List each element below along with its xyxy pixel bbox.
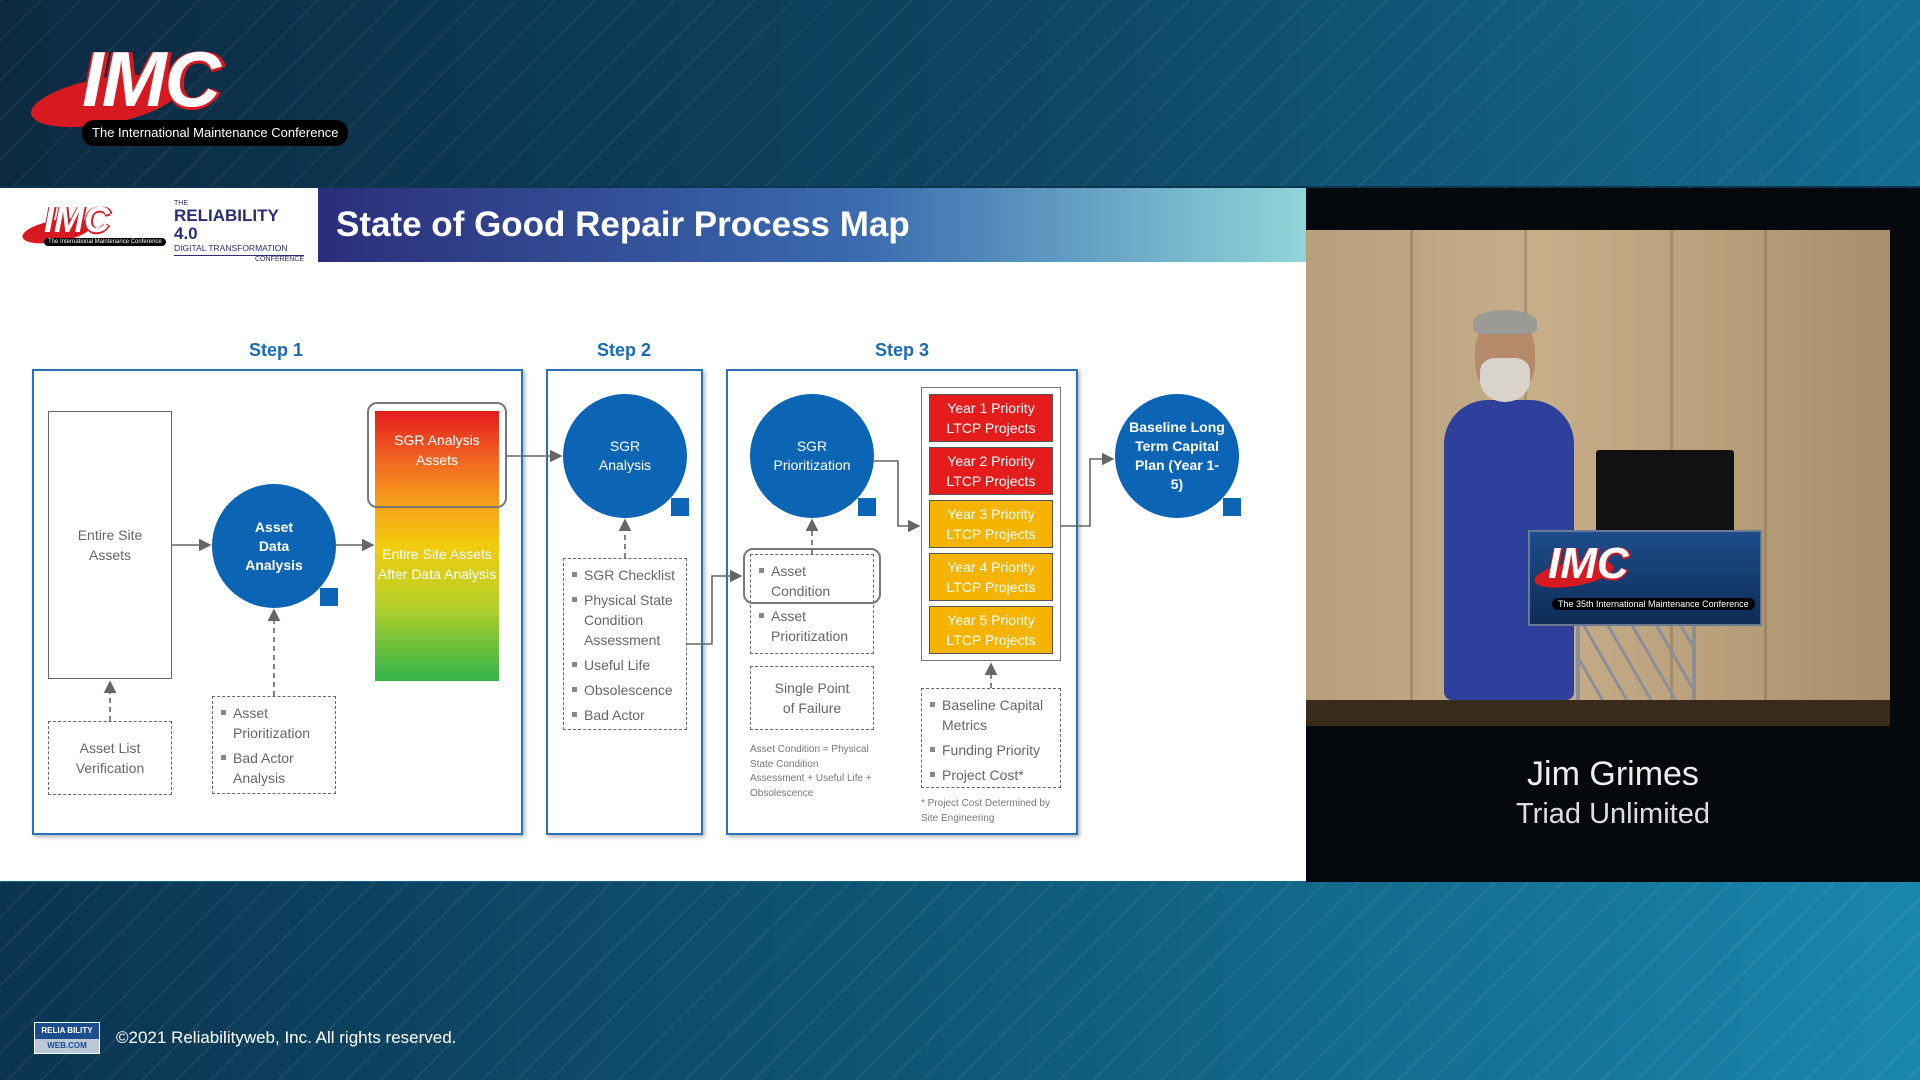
laptop	[1596, 450, 1734, 536]
list-item: Asset Prioritization	[221, 703, 329, 743]
list-item: Bad Actor Analysis	[221, 748, 329, 788]
year-2-priority-box: Year 2 Priority LTCP Projects	[929, 447, 1053, 495]
process-map-diagram: Step 1 Step 2 Step 3 Entire Site Assets …	[0, 188, 1306, 881]
wall-panel-line	[1764, 230, 1767, 726]
speaker-stage: IMC The 35th International Maintenance C…	[1306, 230, 1890, 726]
step-1-panel	[32, 369, 523, 835]
reliability-conference: CONFERENCE	[174, 255, 304, 263]
step-2-label: Step 2	[596, 340, 652, 360]
slide-header: IMC The International Maintenance Confer…	[0, 188, 1306, 263]
entire-site-assets-label: Entire Site Assets	[77, 527, 143, 563]
imc-tagline: The International Maintenance Conference	[82, 120, 349, 146]
year-1-priority-box: Year 1 Priority LTCP Projects	[929, 394, 1053, 442]
imc-logo: IMC The International Maintenance Confer…	[27, 35, 350, 150]
stage-floor	[1306, 700, 1890, 726]
podium-stand	[1576, 626, 1696, 700]
list-item: Obsolescence	[572, 680, 680, 700]
podium: IMC The 35th International Maintenance C…	[1528, 530, 1762, 626]
single-point-of-failure-label: Single Point of Failure	[774, 680, 850, 716]
reliability-the: THE	[174, 200, 188, 207]
asset-list-verification-label: Asset List Verification	[75, 740, 145, 776]
asset-data-analysis-label: Asset Data Analysis	[245, 518, 303, 573]
slide-title: State of Good Repair Process Map	[336, 205, 910, 244]
sgr-analysis-inputs-box: SGR Checklist Physical State Condition A…	[563, 558, 687, 730]
reliabilityweb-logo: RELIA BILITY WEB.COM	[34, 1022, 100, 1054]
speaker-name: Jim Grimes	[1527, 755, 1699, 793]
reliabilityweb-logo-top: RELIA BILITY	[35, 1023, 99, 1039]
podium-imc-logo: IMC	[1548, 539, 1629, 588]
step-3-panel	[726, 369, 1078, 835]
list-item: Physical State Condition Assessment	[572, 590, 680, 650]
sgr-analysis-circle: SGR Analysis	[563, 394, 689, 518]
slide-imc-logo: IMC The International Maintenance Confer…	[20, 199, 166, 250]
step-3-label: Step 3	[874, 340, 930, 360]
asset-data-inputs-list: Asset Prioritization Bad Actor Analysis	[213, 697, 335, 788]
sgr-gradient-box	[375, 411, 499, 681]
list-item: Bad Actor	[572, 705, 680, 725]
entire-site-assets-box: Entire Site Assets	[48, 411, 172, 679]
wall-panel-line	[1410, 230, 1413, 726]
copyright-text: ©2021 Reliabilityweb, Inc. All rights re…	[116, 1028, 457, 1047]
slide-imc-logo-text: IMC	[44, 199, 110, 240]
list-item: Asset Prioritization	[759, 606, 867, 646]
project-cost-footnote: * Project Cost Determined by Site Engine…	[921, 798, 1050, 824]
list-item: Funding Priority	[930, 740, 1054, 760]
podium-tagline: The 35th International Maintenance Confe…	[1552, 598, 1755, 610]
sgr-prioritization-circle: SGR Prioritization	[750, 394, 876, 518]
circle-tail	[858, 498, 876, 516]
list-item: SGR Checklist	[572, 565, 680, 585]
baseline-capital-plan-label: Baseline Long Term Capital Plan (Year 1-…	[1129, 419, 1225, 492]
speaker-organization: Triad Unlimited	[1516, 798, 1710, 830]
slide-title-bar: State of Good Repair Process Map	[318, 188, 1306, 262]
imc-logo-text: IMC	[82, 35, 221, 123]
list-item: Baseline Capital Metrics	[930, 695, 1054, 735]
asset-data-analysis-circle: Asset Data Analysis	[212, 484, 338, 608]
circle-tail	[671, 498, 689, 516]
reliability-logo: THE RELIABILITY 4.0 DIGITAL TRANSFORMATI…	[174, 200, 304, 263]
reliabilityweb-logo-bottom: WEB.COM	[35, 1039, 99, 1053]
asset-data-inputs-box: Asset Prioritization Bad Actor Analysis	[212, 696, 336, 794]
bottom-banner	[0, 882, 1920, 1080]
circle-tail	[320, 588, 338, 606]
presenter-hair	[1473, 310, 1537, 334]
year-4-priority-box: Year 4 Priority LTCP Projects	[929, 553, 1053, 601]
slide-imc-tagline: The International Maintenance Conference	[44, 238, 166, 246]
sgr-prioritization-label: SGR Prioritization	[773, 438, 851, 473]
step-2-panel	[546, 369, 703, 835]
step-1-label: Step 1	[248, 340, 304, 360]
asset-condition-footnote: Asset Condition = Physical State Conditi…	[750, 744, 872, 799]
sgr-analysis-assets-highlight	[367, 402, 507, 508]
year-3-priority-box: Year 3 Priority LTCP Projects	[929, 500, 1053, 548]
sgr-analysis-label: SGR Analysis	[598, 438, 652, 473]
prioritization-inputs-list: Asset Condition Asset Prioritization	[751, 555, 873, 646]
capital-plan-inputs-list: Baseline Capital Metrics Funding Priorit…	[922, 689, 1060, 785]
process-arrows	[103, 449, 1115, 721]
reliability-sub: DIGITAL TRANSFORMATION	[174, 243, 288, 253]
asset-list-verification-box: Asset List Verification	[48, 721, 172, 795]
year-5-priority-box: Year 5 Priority LTCP Projects	[929, 606, 1053, 654]
reliability-name: RELIABILITY 4.0	[174, 206, 279, 243]
presenter-beard	[1480, 358, 1530, 402]
sgr-analysis-inputs-list: SGR Checklist Physical State Condition A…	[564, 559, 686, 725]
single-point-of-failure-box: Single Point of Failure	[750, 666, 874, 730]
slide-logos: IMC The International Maintenance Confer…	[0, 188, 318, 263]
prioritization-inputs-box: Asset Condition Asset Prioritization	[750, 554, 874, 654]
capital-plan-inputs-box: Baseline Capital Metrics Funding Priorit…	[921, 688, 1061, 788]
circle-tail	[1223, 498, 1241, 516]
presentation-slide: IMC The International Maintenance Confer…	[0, 188, 1306, 881]
list-item: Asset Condition	[759, 561, 867, 601]
list-item: Project Cost*	[930, 765, 1054, 785]
entire-site-after-label: Entire Site Assets After Data Analysis	[377, 546, 497, 582]
speaker-video: IMC The 35th International Maintenance C…	[1306, 188, 1920, 882]
top-banner	[0, 0, 1920, 186]
baseline-capital-plan-circle: Baseline Long Term Capital Plan (Year 1-…	[1115, 394, 1241, 518]
sgr-analysis-assets-label: SGR Analysis Assets	[394, 432, 480, 468]
list-item: Useful Life	[572, 655, 680, 675]
